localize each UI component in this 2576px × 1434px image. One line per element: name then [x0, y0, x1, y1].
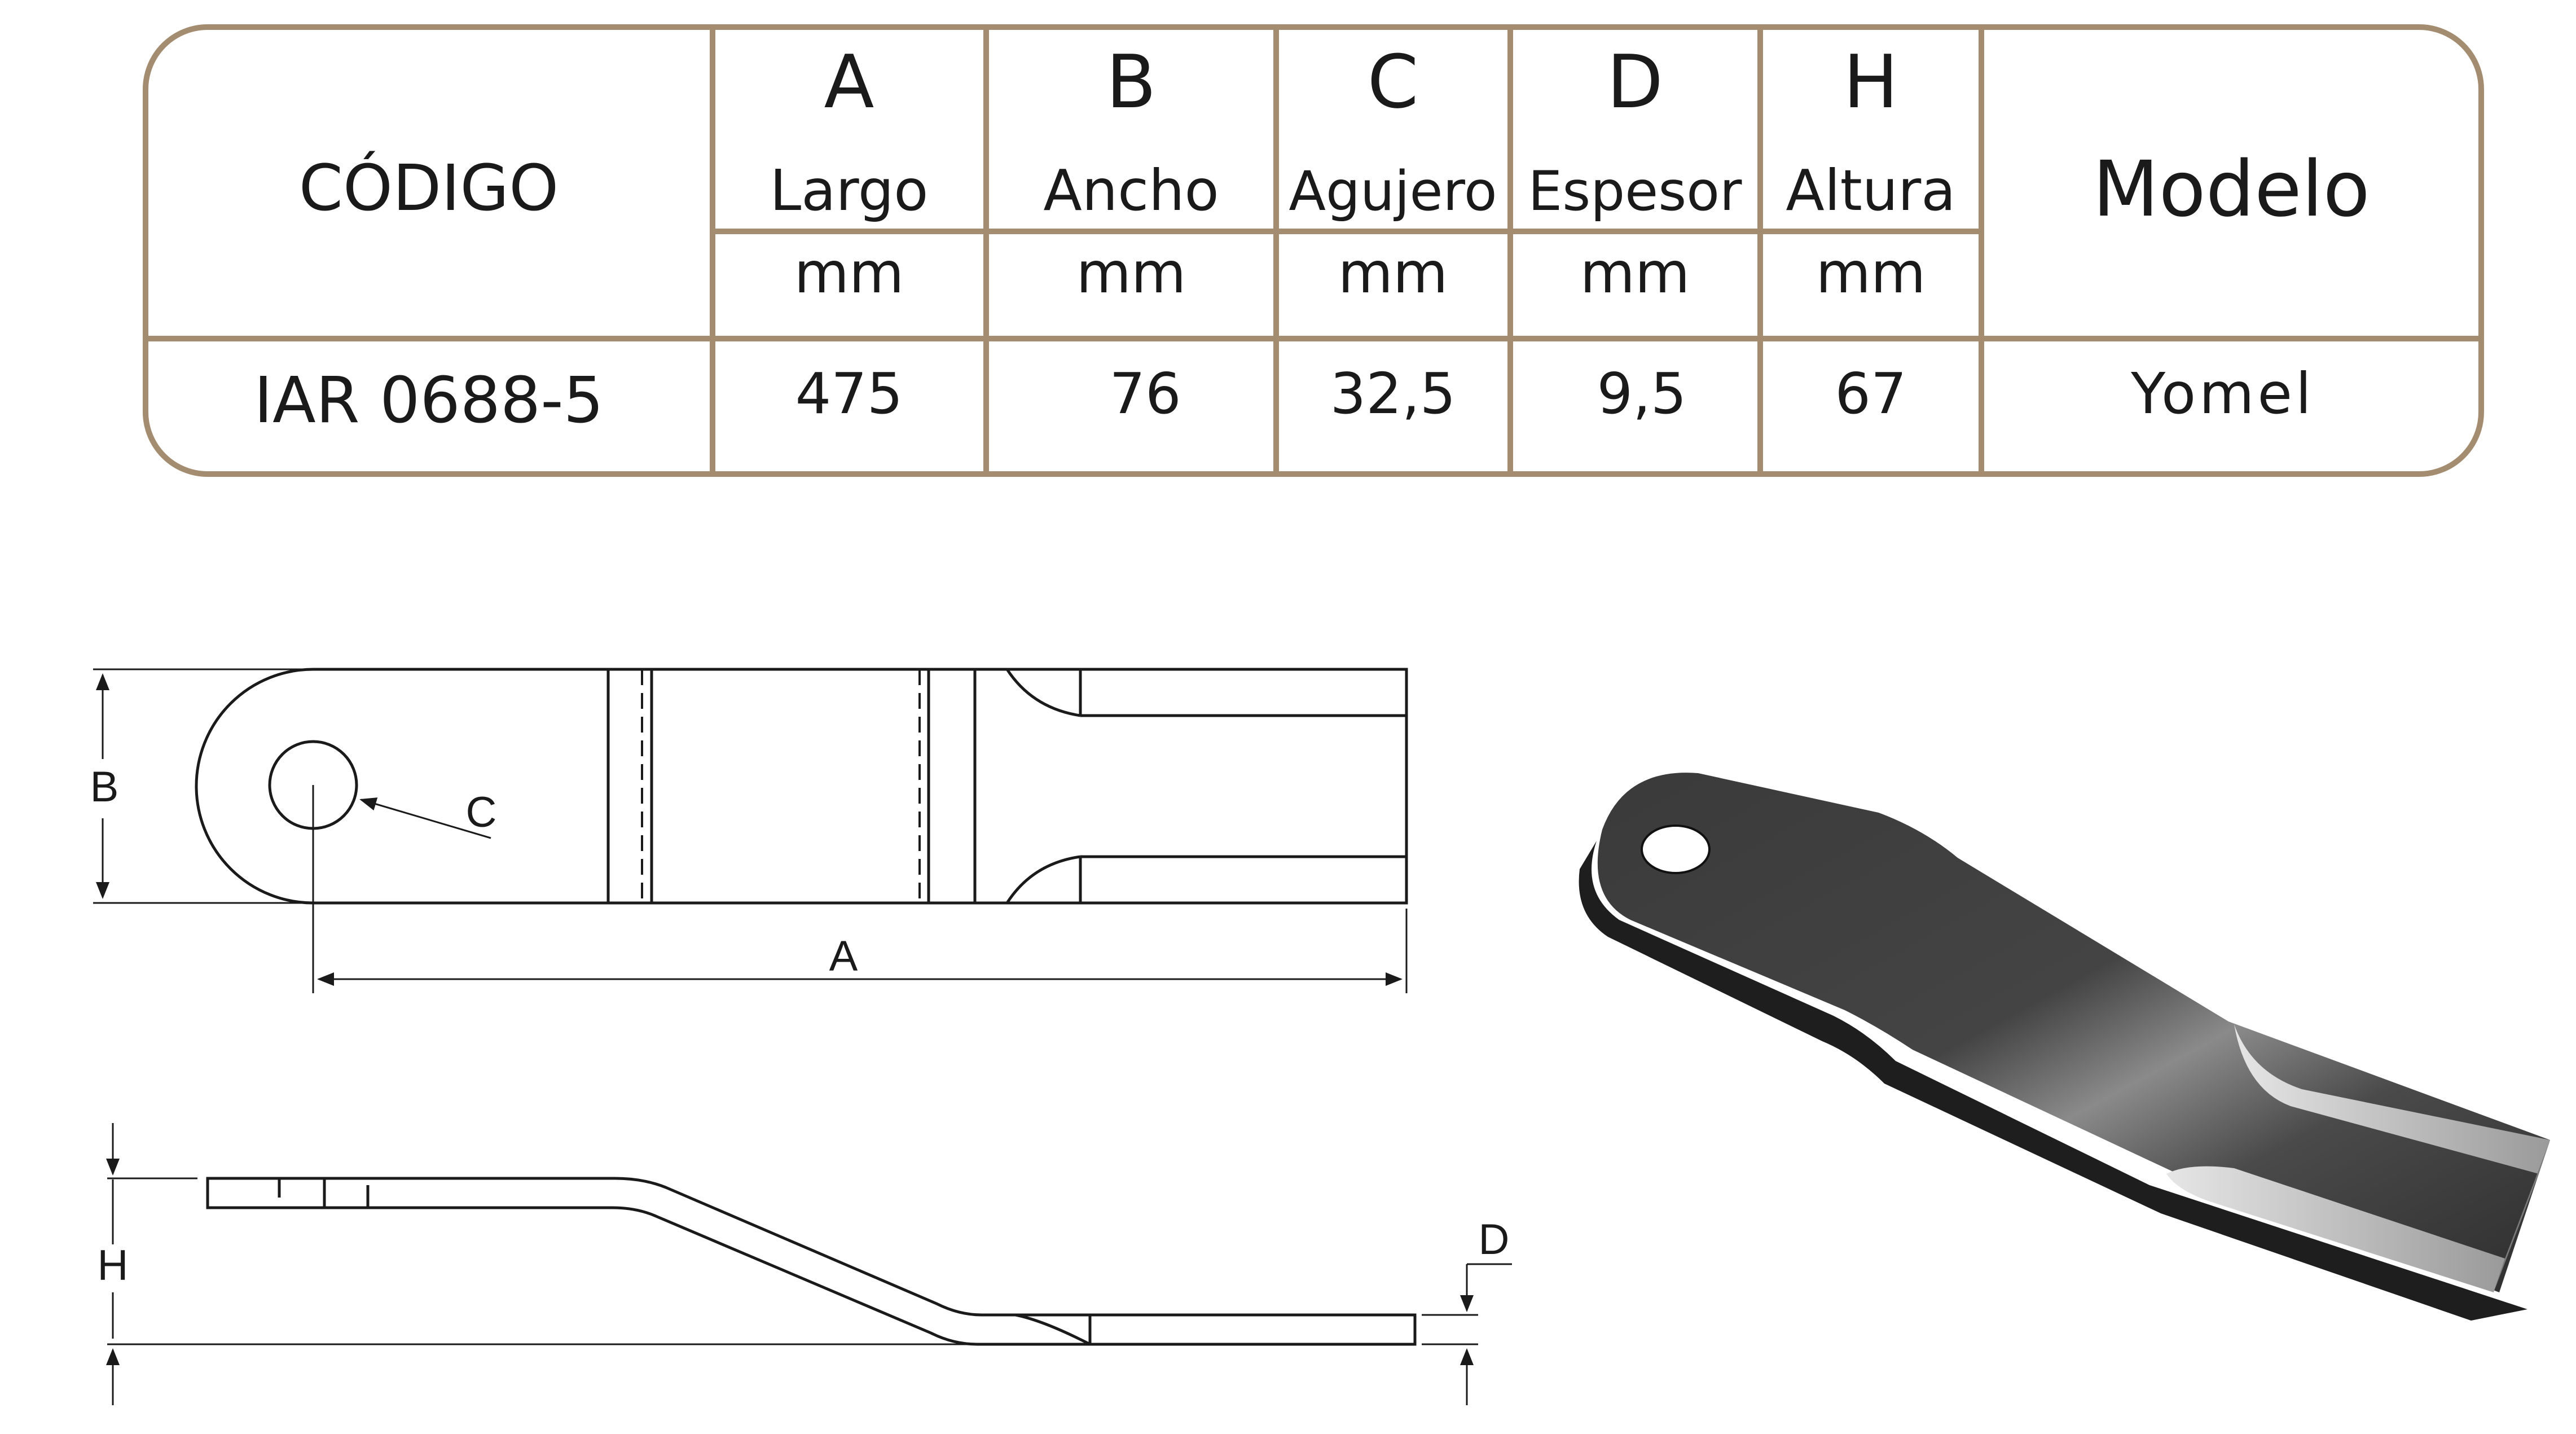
- label-a: A: [829, 932, 858, 980]
- blade-side-profile: [206, 1177, 1417, 1346]
- blade-top-outline: [195, 668, 1408, 905]
- row-value-h: 67: [1835, 361, 1906, 427]
- label-b: B: [90, 763, 119, 811]
- label-h: H: [98, 1242, 129, 1290]
- top-view-drawing: [93, 668, 1408, 993]
- header-modelo: Modelo: [2093, 145, 2370, 234]
- header-unit-h: mm: [1816, 240, 1926, 306]
- header-letter-c: C: [1368, 39, 1419, 125]
- header-unit-b: mm: [1076, 240, 1186, 306]
- row-codigo: IAR 0688-5: [254, 364, 604, 437]
- header-letter-b: B: [1106, 39, 1156, 125]
- spec-table: CÓDIGO Modelo A Largo mm B Ancho mm C Ag…: [143, 24, 2484, 477]
- blade-3d-top: [1597, 773, 2550, 1292]
- row-value-b: 76: [1109, 361, 1181, 427]
- header-name-d: Espesor: [1528, 160, 1742, 223]
- header-unit-a: mm: [794, 240, 904, 306]
- header-codigo: CÓDIGO: [299, 151, 559, 225]
- header-name-a: Largo: [770, 157, 928, 223]
- table-grid: [146, 27, 2481, 474]
- header-unit-c: mm: [1338, 240, 1448, 306]
- header-name-c: Agujero: [1289, 160, 1497, 223]
- header-name-b: Ancho: [1043, 157, 1219, 223]
- label-d: D: [1479, 1216, 1510, 1264]
- table-frame: [143, 24, 2484, 477]
- row-value-a: 475: [795, 361, 903, 427]
- header-name-h: Altura: [1786, 157, 1955, 223]
- header-unit-d: mm: [1580, 240, 1690, 306]
- row-value-c: 32,5: [1330, 361, 1456, 427]
- row-modelo: Yomel: [2130, 361, 2315, 427]
- header-letter-a: A: [824, 39, 874, 125]
- blade-3d-hole: [1641, 825, 1711, 874]
- side-view-drawing: [106, 1123, 1512, 1405]
- header-letter-d: D: [1607, 39, 1663, 125]
- blade-3d-render: [1579, 773, 2550, 1321]
- label-c: C: [466, 788, 497, 836]
- row-value-d: 9,5: [1597, 361, 1686, 427]
- header-letter-h: H: [1843, 39, 1898, 125]
